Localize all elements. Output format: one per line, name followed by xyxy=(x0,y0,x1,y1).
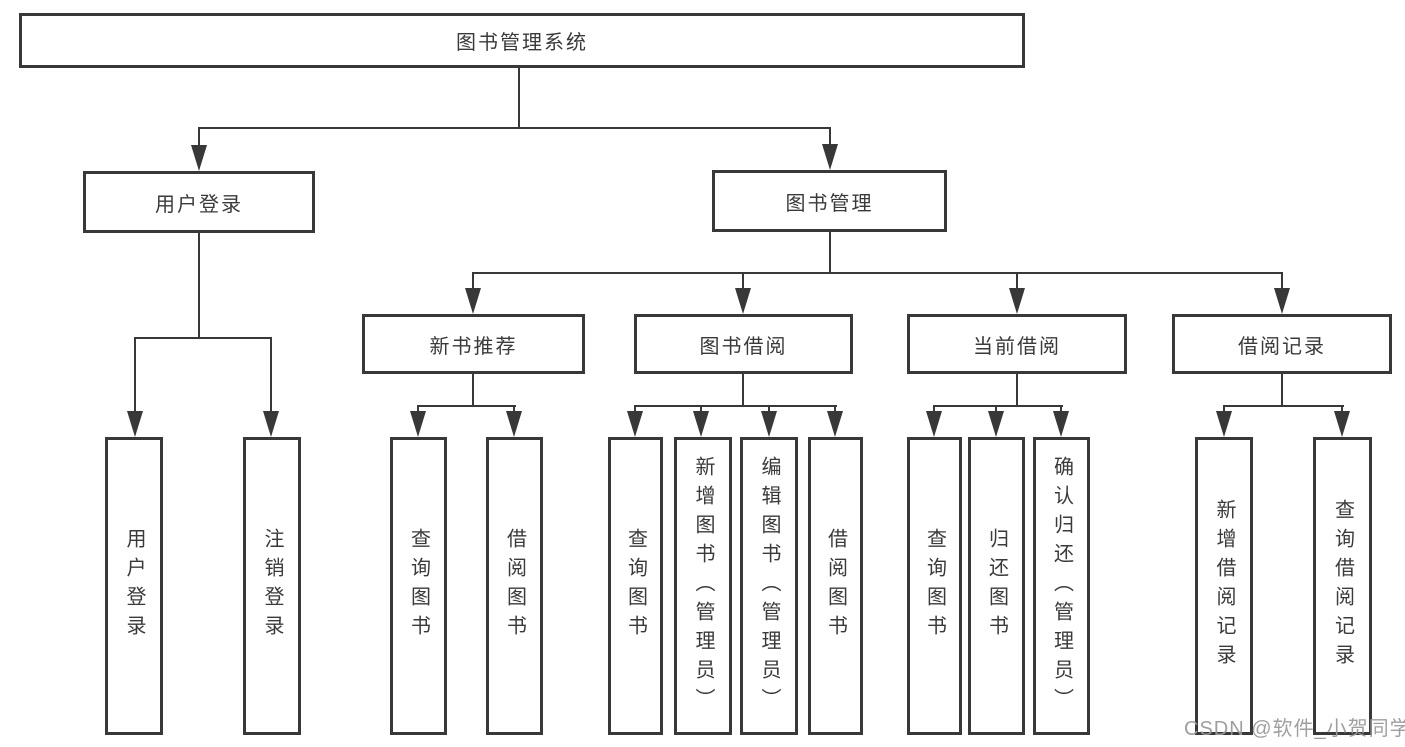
connector-line xyxy=(1341,405,1343,414)
node-add-borrow-record: 新增借阅记录 xyxy=(1195,437,1253,735)
connector-line xyxy=(829,232,831,274)
arrowhead xyxy=(465,288,481,314)
arrowhead xyxy=(693,411,709,437)
node-new-book-recommendation: 新书推荐 xyxy=(362,314,585,374)
node-book-management: 图书管理 xyxy=(712,170,947,232)
arrowhead xyxy=(127,411,143,437)
node-label: 新书推荐 xyxy=(429,335,518,358)
node-query-books-borrowing: 查询图书 xyxy=(608,437,663,735)
connector-line xyxy=(834,405,836,414)
node-label: 编辑图书（管理员） xyxy=(758,455,780,717)
arrowhead xyxy=(827,411,843,437)
node-user-login-leaf: 用户登录 xyxy=(105,437,163,735)
connector-line xyxy=(417,405,419,414)
node-borrowing-records: 借阅记录 xyxy=(1172,314,1392,374)
connector-line xyxy=(933,405,935,414)
node-label: 借阅图书 xyxy=(824,528,847,644)
node-query-books-recommend: 查询图书 xyxy=(390,437,447,735)
connector-line xyxy=(700,405,702,414)
node-borrow-books-recommend: 借阅图书 xyxy=(486,437,543,735)
arrowhead xyxy=(1009,288,1025,314)
connector-line xyxy=(198,127,200,149)
node-add-book-admin: 新增图书（管理员） xyxy=(674,437,732,735)
connector-line xyxy=(472,272,1283,274)
connector-line xyxy=(768,405,770,414)
node-label: 图书管理 xyxy=(785,192,874,215)
watermark: CSDN @软件_小贺同学 xyxy=(1184,718,1405,740)
node-label: 新增图书（管理员） xyxy=(692,455,714,717)
node-label: 查询图书 xyxy=(624,528,647,644)
node-label: 用户登录 xyxy=(155,193,243,216)
node-label: 新增借阅记录 xyxy=(1213,499,1235,673)
connector-line xyxy=(472,374,474,407)
node-current-borrowing: 当前借阅 xyxy=(907,314,1127,374)
connector-line xyxy=(134,337,136,414)
connector-line xyxy=(1016,272,1018,291)
connector-line xyxy=(518,68,520,128)
node-user-login: 用户登录 xyxy=(83,171,315,233)
node-book-borrowing: 图书借阅 xyxy=(634,314,853,374)
connector-line xyxy=(270,337,272,414)
node-label: 查询图书 xyxy=(407,528,430,644)
node-label: 确认归还（管理员） xyxy=(1050,455,1073,717)
arrowhead xyxy=(627,411,643,437)
arrowhead xyxy=(988,411,1004,437)
arrowhead xyxy=(506,411,522,437)
node-query-books-current: 查询图书 xyxy=(907,437,962,735)
arrowhead xyxy=(1334,411,1350,437)
connector-line xyxy=(995,405,997,414)
node-label: 查询借阅记录 xyxy=(1331,499,1354,673)
arrowhead xyxy=(926,411,942,437)
connector-line xyxy=(1060,405,1062,414)
connector-line xyxy=(198,233,200,339)
arrowhead xyxy=(1053,411,1069,437)
connector-line xyxy=(742,272,744,291)
node-label: 用户登录 xyxy=(123,528,145,644)
node-label: 注销登录 xyxy=(261,528,283,644)
node-label: 借阅图书 xyxy=(503,528,526,644)
arrowhead xyxy=(263,411,279,437)
connector-line xyxy=(417,405,516,407)
connector-line xyxy=(933,405,1063,407)
connector-line xyxy=(634,405,837,407)
connector-line xyxy=(198,127,831,129)
connector-line xyxy=(513,405,515,414)
node-root-label: 图书管理系统 xyxy=(456,32,588,54)
arrowhead xyxy=(735,288,751,314)
arrowhead xyxy=(191,145,207,171)
connector-line xyxy=(742,374,744,407)
connector-line xyxy=(134,337,272,339)
connector-line xyxy=(1223,405,1225,414)
connector-line xyxy=(1223,405,1344,407)
arrowhead xyxy=(822,144,838,170)
connector-line xyxy=(1016,374,1018,407)
arrowhead xyxy=(1216,411,1232,437)
connector-line xyxy=(472,272,474,291)
node-logout: 注销登录 xyxy=(243,437,301,735)
node-label: 当前借阅 xyxy=(973,335,1061,358)
node-edit-book-admin: 编辑图书（管理员） xyxy=(740,437,798,735)
connector-line xyxy=(829,127,831,149)
node-label: 图书借阅 xyxy=(699,335,788,358)
node-return-book: 归还图书 xyxy=(968,437,1025,735)
node-label: 归还图书 xyxy=(985,528,1008,644)
node-borrow-books-borrowing: 借阅图书 xyxy=(808,437,863,735)
connector-line xyxy=(1281,374,1283,407)
arrowhead xyxy=(1274,288,1290,314)
connector-line xyxy=(1281,272,1283,291)
node-confirm-return-admin: 确认归还（管理员） xyxy=(1033,437,1090,735)
node-query-borrow-record: 查询借阅记录 xyxy=(1313,437,1372,735)
node-label: 借阅记录 xyxy=(1238,335,1326,358)
connector-line xyxy=(634,405,636,414)
arrowhead xyxy=(761,411,777,437)
node-label: 查询图书 xyxy=(923,528,946,644)
arrowhead xyxy=(410,411,426,437)
node-root: 图书管理系统 xyxy=(19,13,1025,68)
